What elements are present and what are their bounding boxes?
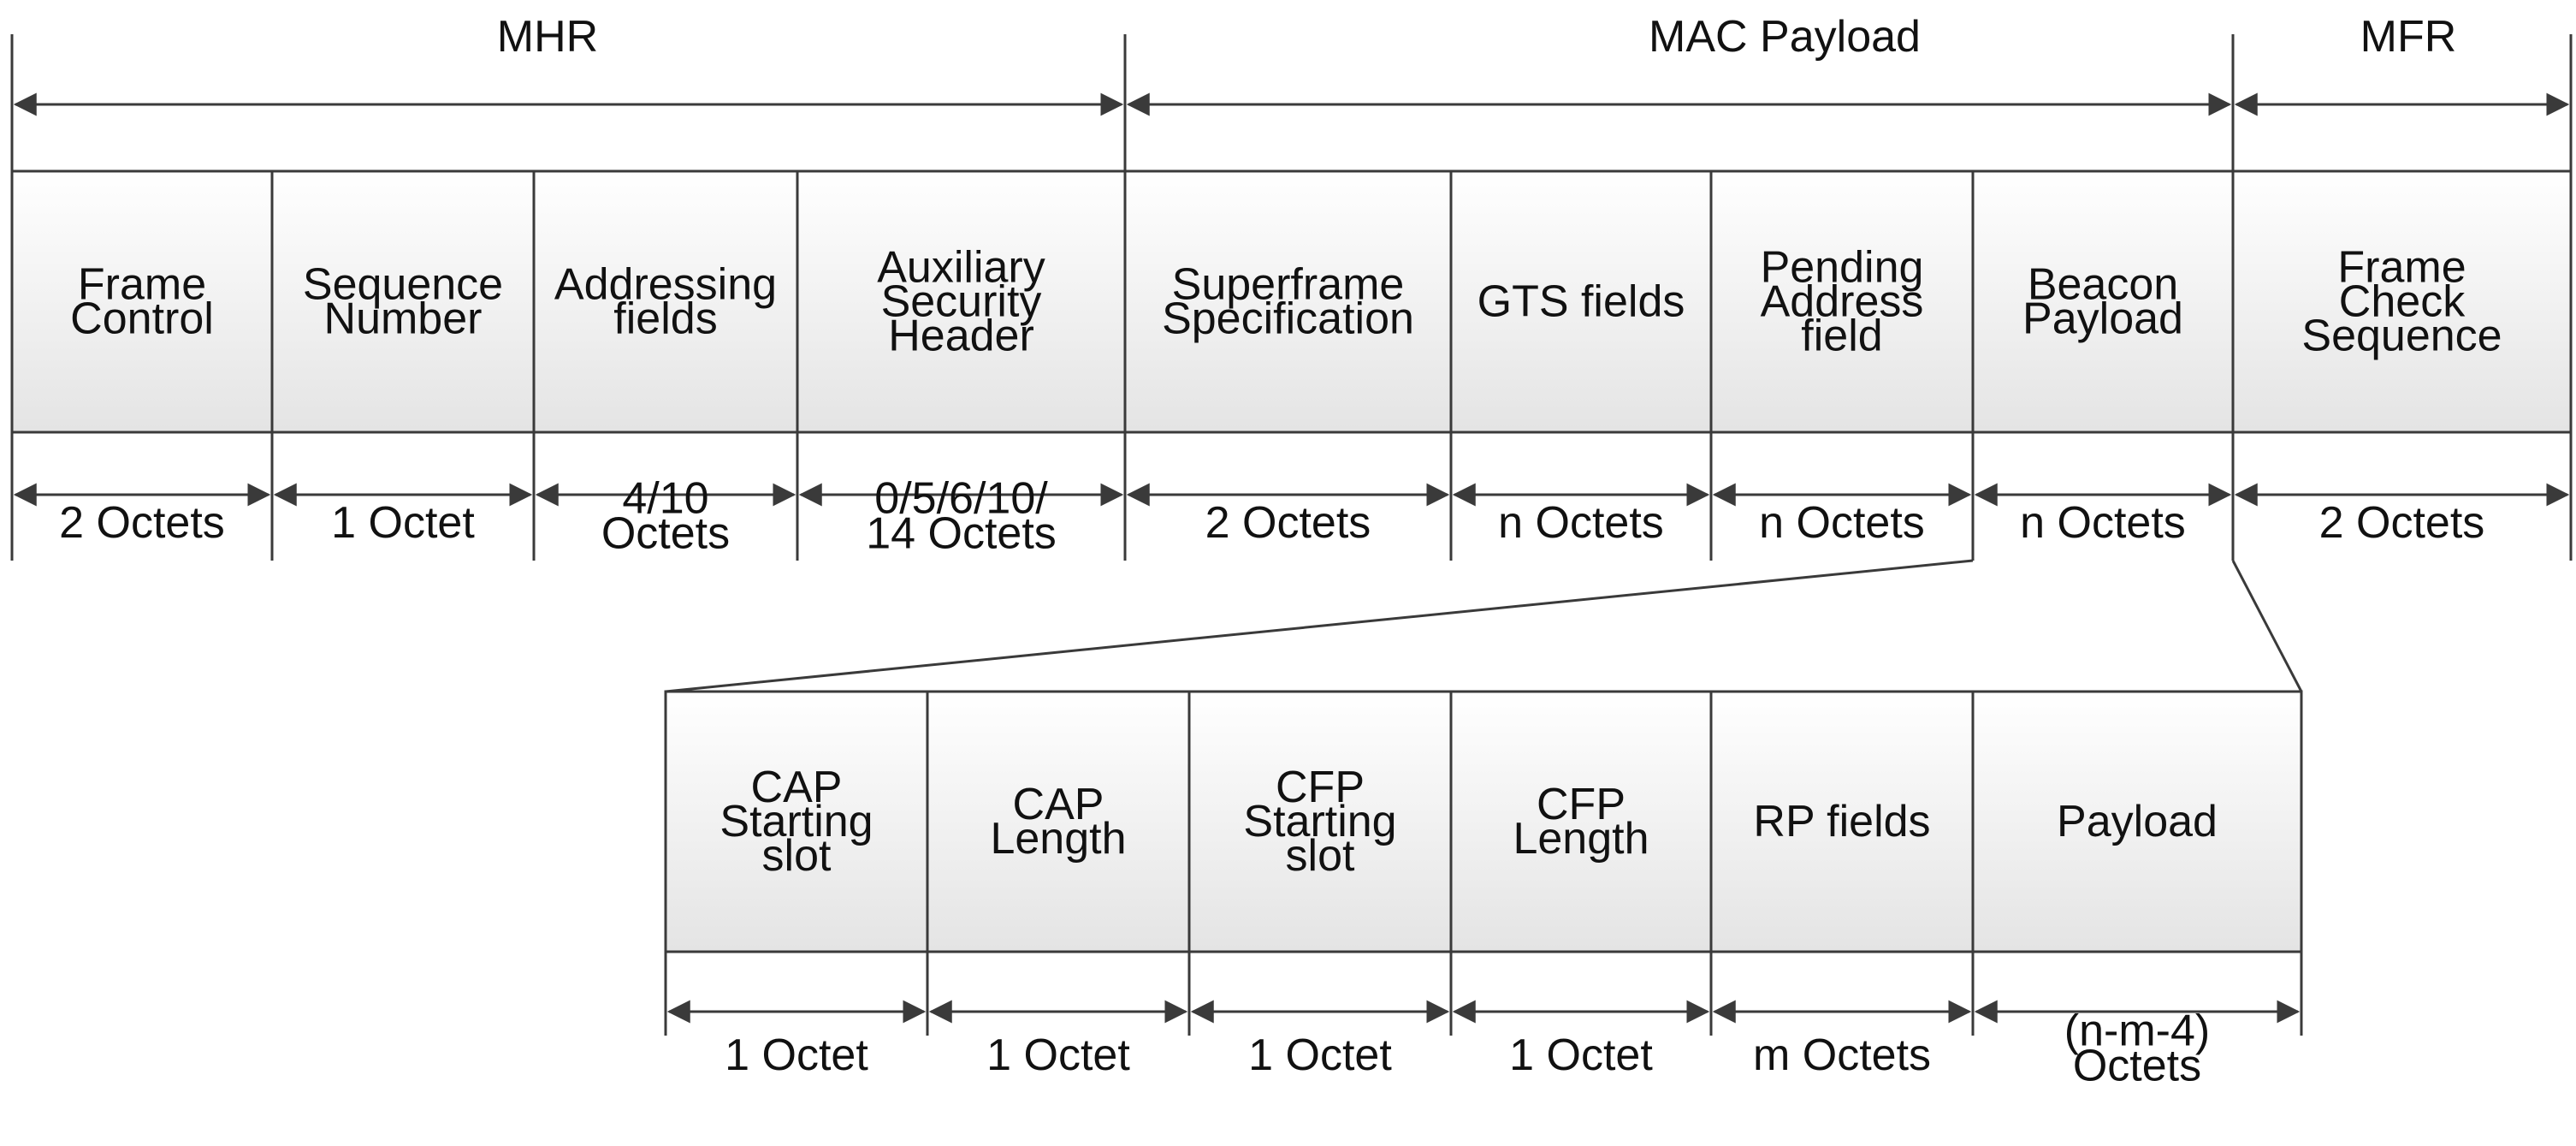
field-box-frame-control — [10, 169, 274, 434]
field-size-auxiliary-security-header: 14 Octets — [866, 509, 1057, 559]
field-label-beacon-payload: Beacon — [2028, 260, 2178, 310]
field-size-cfp-starting-slot: 1 Octet — [1248, 1030, 1392, 1080]
field-label-cap-length: CAP — [1013, 780, 1104, 829]
group-label-mac-payload: MAC Payload — [1649, 12, 1921, 62]
field-label-sequence-number: Sequence — [303, 260, 503, 310]
field-label-cfp-starting-slot: slot — [1286, 831, 1355, 881]
field-box-addressing-fields — [532, 169, 799, 434]
field-size-payload: (n-m-4) — [2064, 1006, 2210, 1056]
field-label-payload: Payload — [2057, 797, 2218, 846]
field-box-beacon-payload — [1971, 169, 2235, 434]
field-label-cfp-starting-slot: Starting — [1243, 797, 1396, 846]
field-box-cap-length — [926, 690, 1191, 953]
field-label-frame-control: Frame — [78, 260, 206, 310]
field-label-cfp-starting-slot: CFP — [1276, 763, 1365, 812]
field-label-frame-check-sequence: Check — [2339, 277, 2466, 327]
field-size-pending-address-field: n Octets — [1759, 498, 1925, 548]
field-label-frame-check-sequence: Frame — [2337, 243, 2466, 293]
field-label-frame-control: Control — [70, 294, 214, 344]
field-label-frame-check-sequence: Sequence — [2301, 312, 2502, 361]
field-size-cap-length: 1 Octet — [986, 1030, 1130, 1080]
field-label-cap-starting-slot: CAP — [751, 763, 843, 812]
field-label-pending-address-field: field — [1801, 312, 1882, 361]
field-label-cfp-length: CFP — [1537, 780, 1626, 829]
field-label-addressing-fields: fields — [613, 294, 717, 344]
field-label-superframe-specification: Specification — [1162, 294, 1414, 344]
field-box-sequence-number — [270, 169, 536, 434]
field-box-rp-fields — [1709, 690, 1975, 953]
field-label-cfp-length: Length — [1513, 814, 1649, 864]
group-label-mfr: MFR — [2360, 12, 2457, 62]
field-size-sequence-number: 1 Octet — [331, 498, 475, 548]
field-label-auxiliary-security-header: Auxiliary — [877, 243, 1045, 293]
field-size-gts-fields: n Octets — [1498, 498, 1664, 548]
field-box-cfp-starting-slot — [1187, 690, 1453, 953]
field-label-rp-fields: RP fields — [1753, 797, 1930, 846]
field-label-beacon-payload: Payload — [2022, 294, 2183, 344]
field-label-pending-address-field: Pending — [1761, 243, 1924, 293]
field-label-auxiliary-security-header: Security — [881, 277, 1042, 327]
field-label-superframe-specification: Superframe — [1172, 260, 1405, 310]
beacon-payload-fields-row: CAPStartingslotCAPLengthCFPStartingslotC… — [664, 690, 2303, 953]
field-size-addressing-fields: 4/10 — [622, 474, 708, 524]
field-label-cap-starting-slot: slot — [762, 831, 832, 881]
field-box-superframe-specification — [1123, 169, 1453, 434]
mac-frame-fields-row: FrameControlSequenceNumberAddressingfiel… — [10, 169, 2573, 434]
field-size-frame-check-sequence: 2 Octets — [2319, 498, 2485, 548]
group-label-mhr: MHR — [497, 12, 598, 62]
field-size-cfp-length: 1 Octet — [1509, 1030, 1653, 1080]
field-box-cfp-length — [1449, 690, 1713, 953]
field-label-cap-length: Length — [990, 814, 1126, 864]
field-size-beacon-payload: n Octets — [2020, 498, 2186, 548]
field-size-frame-control: 2 Octets — [59, 498, 225, 548]
field-label-auxiliary-security-header: Header — [888, 312, 1034, 361]
field-label-sequence-number: Number — [324, 294, 483, 344]
zoom-connector-right — [2231, 560, 2303, 692]
field-box-gts-fields — [1449, 169, 1713, 434]
field-label-addressing-fields: Addressing — [554, 260, 777, 310]
field-box-frame-check-sequence — [2231, 169, 2573, 434]
field-label-pending-address-field: Address — [1761, 277, 1924, 327]
zoom-connector-left — [665, 559, 1974, 693]
field-box-pending-address-field — [1709, 169, 1975, 434]
field-box-payload — [1971, 690, 2303, 953]
field-size-cap-starting-slot: 1 Octet — [725, 1030, 868, 1080]
field-size-rp-fields: m Octets — [1753, 1030, 1931, 1080]
field-size-payload: Octets — [2073, 1042, 2201, 1091]
field-size-auxiliary-security-header: 0/5/6/10/ — [874, 474, 1048, 524]
field-box-cap-starting-slot — [664, 690, 929, 953]
field-label-cap-starting-slot: Starting — [720, 797, 873, 846]
field-label-gts-fields: GTS fields — [1477, 277, 1685, 327]
field-size-addressing-fields: Octets — [601, 509, 730, 559]
group-header-row: MHR MAC Payload MFR — [10, 12, 2573, 171]
field-box-auxiliary-security-header — [796, 169, 1127, 434]
beacon-payload-size-row: 1 Octet 1 Octet 1 Octet 1 Octet m Octets (n-m… — [664, 952, 2303, 1091]
field-size-superframe-specification: 2 Octets — [1205, 498, 1371, 548]
